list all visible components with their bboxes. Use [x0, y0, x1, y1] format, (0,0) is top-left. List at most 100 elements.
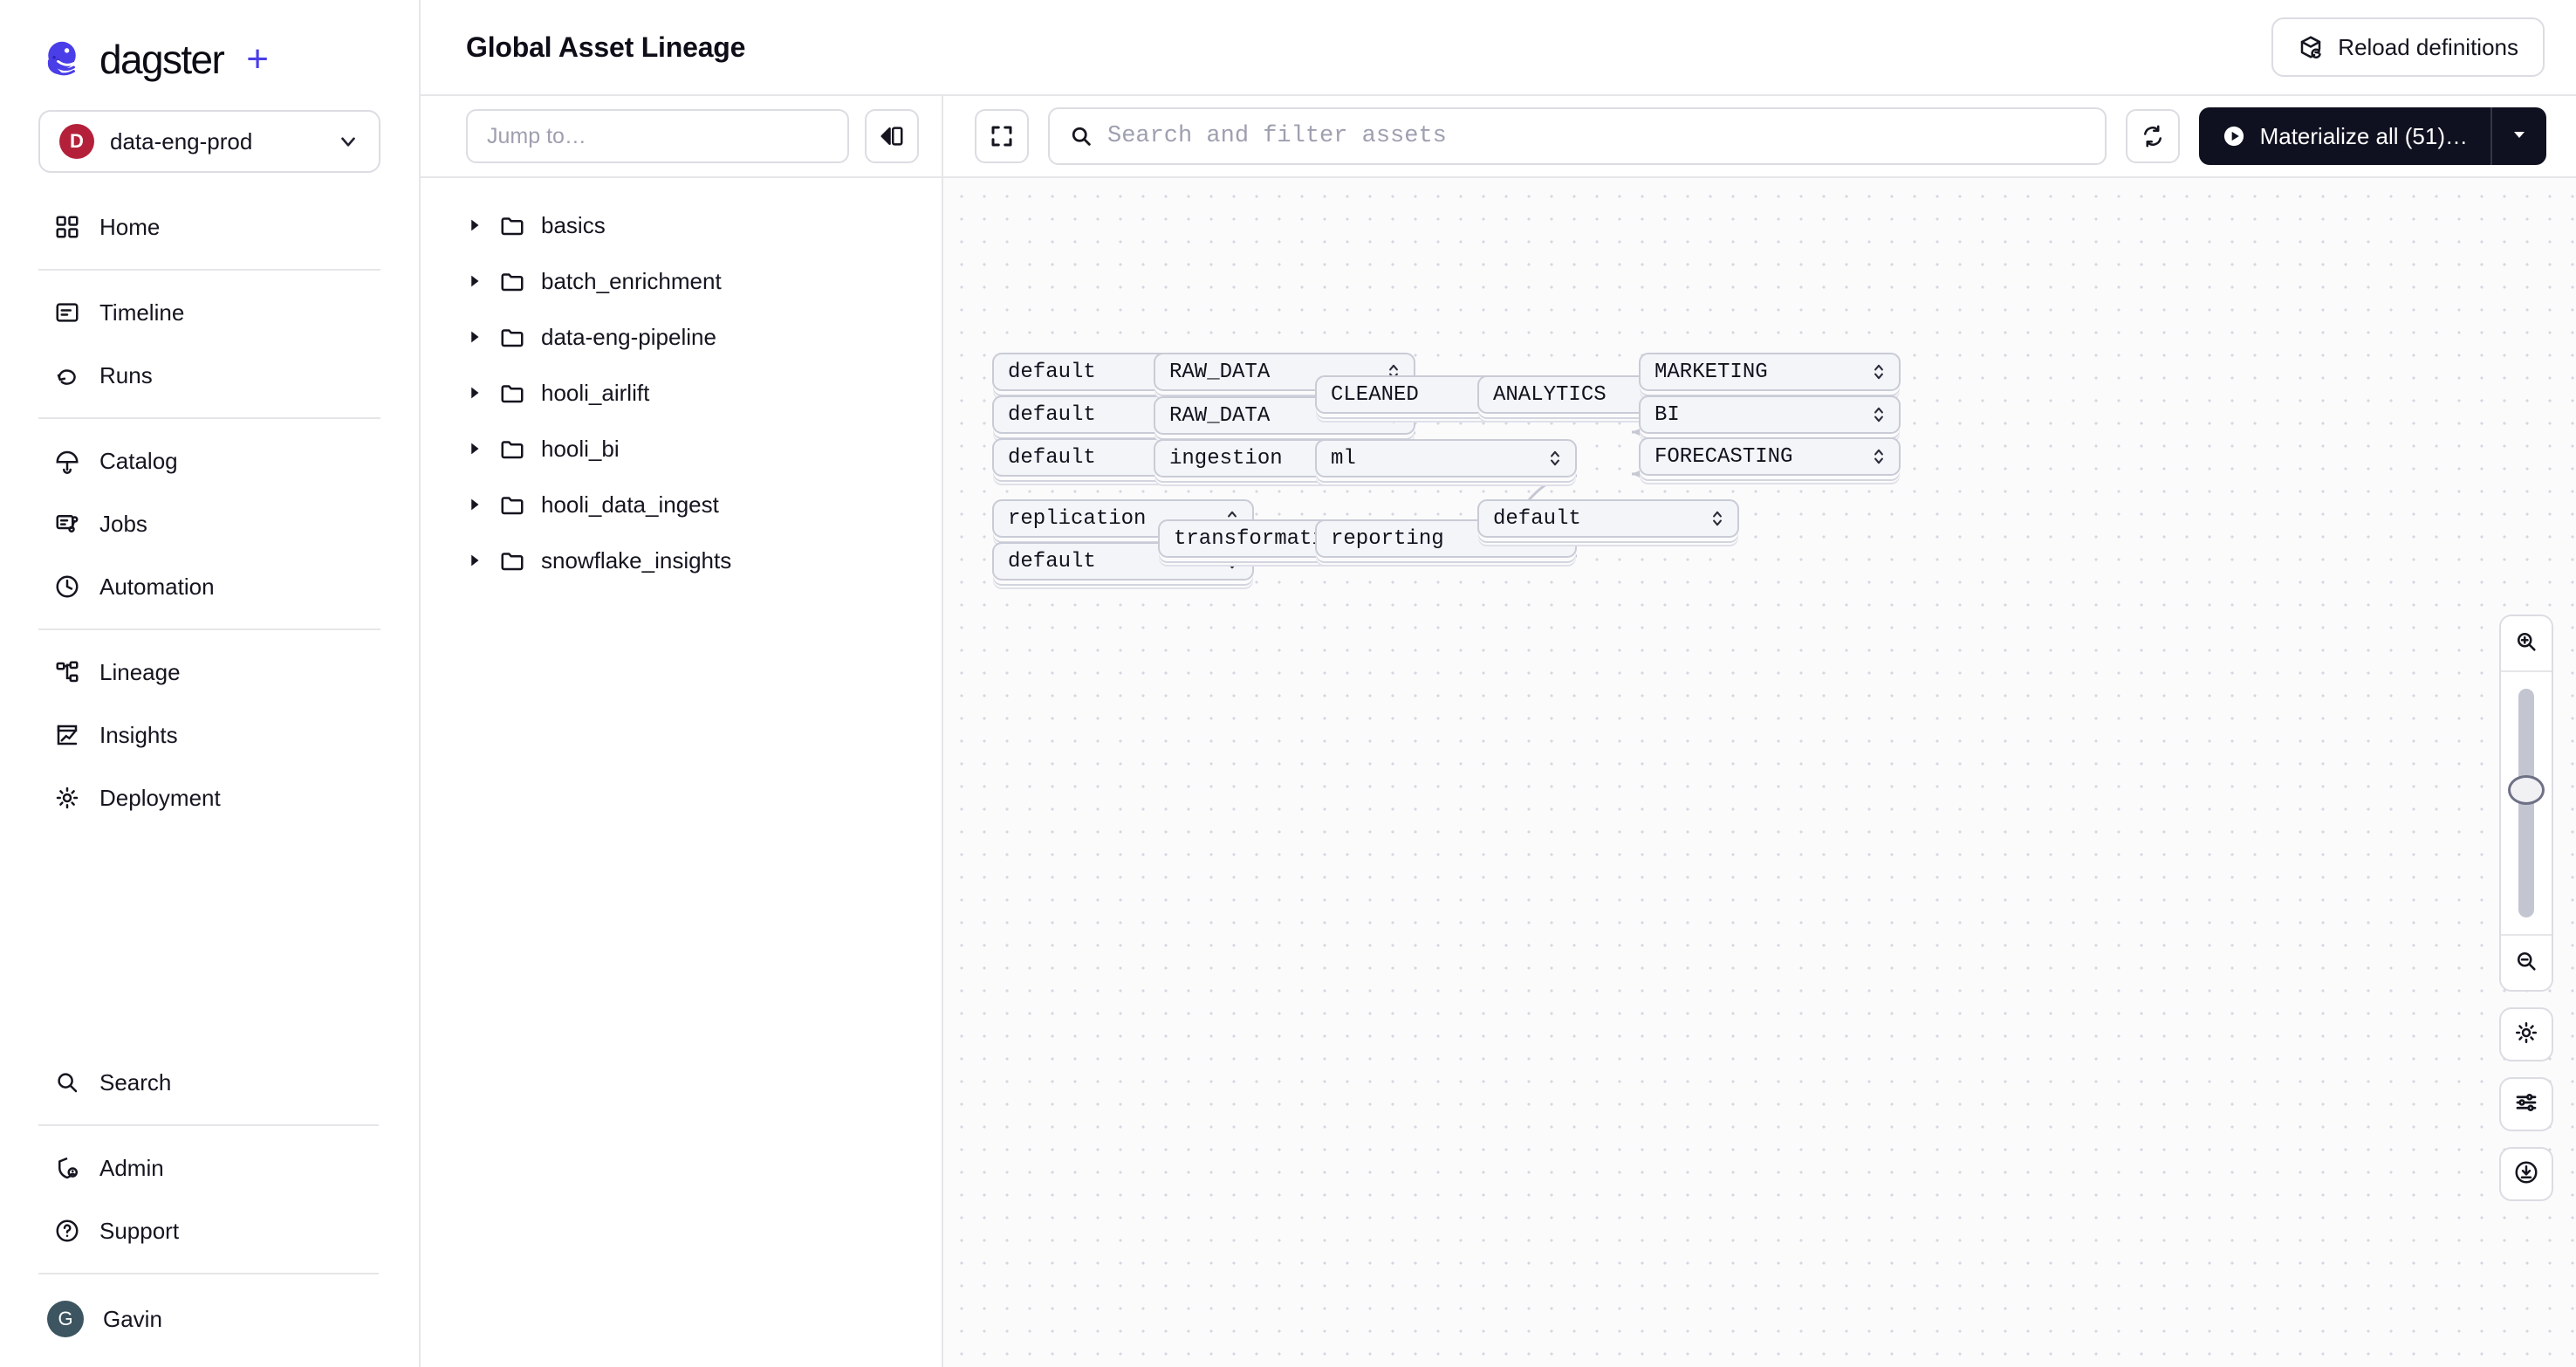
caret-right-icon[interactable]	[464, 327, 483, 347]
avatar: G	[47, 1301, 84, 1337]
gear-icon	[2513, 1020, 2539, 1050]
deployment-selector[interactable]: D data-eng-prod	[38, 110, 380, 173]
lineage-node[interactable]: MARKETING	[1639, 353, 1901, 391]
search-input[interactable]	[1107, 123, 2086, 149]
zoom-divider	[2501, 670, 2552, 672]
refresh-cycle-icon	[2140, 123, 2166, 149]
sidebar-item-automation[interactable]: Automation	[0, 555, 419, 618]
zoom-out-button[interactable]	[2501, 936, 2552, 990]
sidebar-item-timeline[interactable]: Timeline	[0, 281, 419, 344]
tree-item-label: basics	[541, 211, 606, 238]
folder-icon	[499, 268, 525, 294]
nav-group-definitions: Catalog Jobs Automation	[0, 429, 419, 618]
graph-filters-button[interactable]	[2499, 1077, 2553, 1131]
zoom-slider-handle[interactable]	[2508, 775, 2545, 805]
chevron-up-down-icon[interactable]	[1547, 447, 1563, 470]
sidebar-item-label: Home	[99, 213, 161, 240]
nav-divider	[38, 1273, 379, 1274]
sidebar-item-lineage[interactable]: Lineage	[0, 641, 419, 704]
chevron-down-icon	[337, 130, 360, 153]
tree-item-batch-enrichment[interactable]: batch_enrichment	[421, 253, 942, 309]
sidebar-item-label: Search	[99, 1068, 172, 1096]
sidebar-item-search[interactable]: Search	[0, 1051, 417, 1114]
lineage-node-label: ml	[1331, 446, 1356, 471]
page-header: Global Asset Lineage Reload definitions	[421, 0, 2576, 96]
refresh-button[interactable]	[2125, 109, 2180, 163]
tree-item-snowflake-insights[interactable]: snowflake_insights	[421, 532, 942, 588]
tree-item-hooli-bi[interactable]: hooli_bi	[421, 421, 942, 477]
chevron-up-down-icon[interactable]	[1871, 403, 1887, 426]
tree-item-data-eng-pipeline[interactable]: data-eng-pipeline	[421, 309, 942, 365]
sidebar-item-label: Catalog	[99, 447, 178, 474]
toolbar-left-group	[421, 95, 943, 177]
sidebar-item-catalog[interactable]: Catalog	[0, 429, 419, 492]
caret-right-icon[interactable]	[464, 495, 483, 514]
asset-group-tree: basics batch_enrichment data-eng-pipelin…	[421, 178, 943, 1367]
sidebar-item-deployment[interactable]: Deployment	[0, 766, 419, 829]
sidebar-item-support[interactable]: Support	[0, 1199, 417, 1262]
sidebar-item-label: Jobs	[99, 510, 147, 537]
brand-logo[interactable]: dagster +	[0, 0, 419, 84]
folder-icon	[499, 547, 525, 574]
asset-search-field[interactable]	[1048, 107, 2107, 165]
primary-navigation: Home Timeline Runs	[0, 196, 419, 829]
tree-item-hooli-airlift[interactable]: hooli_airlift	[421, 365, 942, 421]
caret-right-icon[interactable]	[464, 551, 483, 570]
tree-item-hooli-data-ingest[interactable]: hooli_data_ingest	[421, 477, 942, 532]
graph-settings-button[interactable]	[2499, 1007, 2553, 1061]
fit-view-button[interactable]	[975, 109, 1029, 163]
sidebar-item-insights[interactable]: Insights	[0, 704, 419, 766]
materialize-label: Materialize all (51)…	[2259, 122, 2468, 149]
caret-right-icon[interactable]	[464, 439, 483, 458]
tree-item-label: data-eng-pipeline	[541, 323, 716, 350]
zoom-in-button[interactable]	[2501, 616, 2552, 670]
reload-definitions-button[interactable]: Reload definitions	[2271, 17, 2545, 77]
folder-icon	[499, 324, 525, 350]
sidebar-item-label: Support	[99, 1217, 180, 1244]
chevron-up-down-icon[interactable]	[1871, 445, 1887, 468]
download-graph-button[interactable]	[2499, 1147, 2553, 1201]
user-menu[interactable]: G Gavin	[0, 1285, 417, 1353]
clock-icon	[54, 574, 80, 600]
jump-to-input[interactable]	[466, 109, 849, 163]
sidebar-item-jobs[interactable]: Jobs	[0, 492, 419, 555]
collapse-left-panel-icon	[879, 123, 905, 149]
search-icon	[1069, 124, 1093, 148]
chevron-up-down-icon[interactable]	[1709, 507, 1725, 530]
caret-right-icon[interactable]	[464, 383, 483, 402]
lineage-node-label: FORECASTING	[1655, 444, 1793, 469]
nav-group-activity: Timeline Runs	[0, 281, 419, 407]
lineage-node[interactable]: BI	[1639, 395, 1901, 434]
nav-divider	[38, 417, 380, 419]
zoom-slider-group	[2499, 615, 2553, 992]
materialize-all-button[interactable]: Materialize all (51)…	[2198, 107, 2546, 165]
tree-item-label: hooli_airlift	[541, 379, 650, 406]
brand-name: dagster	[99, 37, 225, 82]
collapse-left-panel-button[interactable]	[865, 109, 919, 163]
zoom-slider[interactable]	[2501, 672, 2552, 934]
caret-right-icon[interactable]	[464, 216, 483, 235]
nav-group-home: Home	[0, 196, 419, 258]
dagster-whale-logo-icon	[38, 36, 86, 83]
materialize-main[interactable]: Materialize all (51)…	[2199, 107, 2492, 165]
sidebar-item-admin[interactable]: Admin	[0, 1137, 417, 1199]
lineage-node-label: default	[1493, 506, 1581, 531]
sidebar-item-home[interactable]: Home	[0, 196, 419, 258]
tree-item-basics[interactable]: basics	[421, 197, 942, 253]
zoom-controls	[2499, 615, 2553, 1201]
question-circle-icon	[54, 1218, 80, 1244]
umbrella-icon	[54, 448, 80, 474]
sidebar-item-runs[interactable]: Runs	[0, 344, 419, 407]
lineage-node[interactable]: ml	[1315, 439, 1577, 477]
grid-icon	[54, 214, 80, 240]
lineage-node[interactable]: FORECASTING	[1639, 437, 1901, 476]
materialize-dropdown-toggle[interactable]	[2492, 107, 2546, 165]
lineage-node[interactable]: default	[1477, 499, 1739, 538]
folder-icon	[499, 380, 525, 406]
chevron-up-down-icon[interactable]	[1871, 361, 1887, 383]
insights-chart-icon	[54, 722, 80, 748]
caret-right-icon[interactable]	[464, 271, 483, 291]
lineage-node-label: BI	[1655, 402, 1680, 427]
